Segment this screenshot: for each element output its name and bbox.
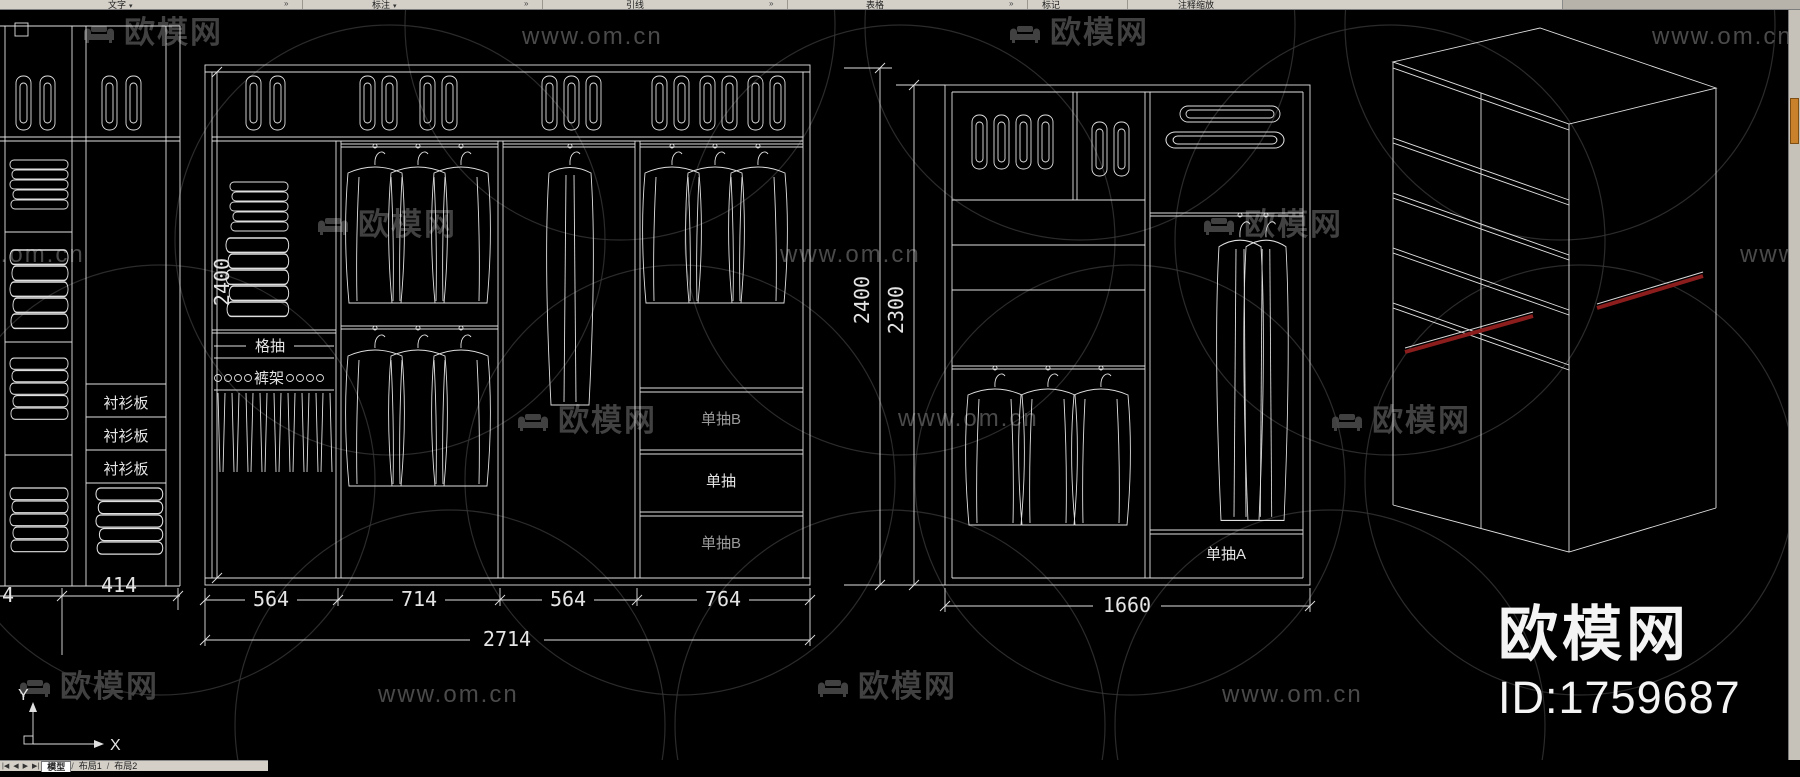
- sofa-icon: [1010, 26, 1040, 43]
- panel-launcher-icon[interactable]: »: [284, 0, 289, 8]
- tab-nav-next-icon[interactable]: ▶: [22, 763, 28, 770]
- label-grid-drawer: 格抽: [255, 338, 285, 355]
- dim-text-height: 2400: [210, 258, 234, 306]
- watermark-brand: 欧模网: [1050, 15, 1149, 50]
- tab-nav-prev-icon[interactable]: ◀: [13, 763, 19, 770]
- viewport-indicator: [14, 22, 29, 37]
- label-drawer-b: 单抽B: [701, 411, 741, 428]
- watermark-brand: 欧模网: [124, 15, 223, 50]
- dim-text: 414: [101, 573, 137, 597]
- panel-markup-label: 标记: [1042, 0, 1061, 10]
- watermark-site: www.om.cn: [521, 23, 663, 50]
- panel-separator: [1027, 0, 1028, 9]
- tab-separator: /: [106, 761, 110, 771]
- dim-text-total: 2714: [483, 627, 531, 651]
- wardrobe-b-drawing: 单抽A 1660: [939, 84, 1316, 617]
- ribbon-panel-markup[interactable]: 标记: [1042, 0, 1061, 10]
- vertical-scrollbar[interactable]: [1788, 10, 1800, 760]
- watermark-site: www.om.cn: [1651, 23, 1788, 50]
- bottom-strip: [0, 771, 1800, 777]
- dim-text: 564: [550, 587, 586, 611]
- sofa-icon: [1204, 218, 1234, 235]
- branding-id: ID:1759687: [1498, 672, 1741, 723]
- panel-annotation-scale-label: 注释缩放: [1178, 0, 1215, 10]
- layout-tabbar: |◀ ◀ ▶ ▶| 模型 / 布局1 / 布局2: [0, 760, 268, 772]
- tab-nav-first-icon[interactable]: |◀: [2, 763, 10, 770]
- sofa-icon: [818, 680, 848, 697]
- sofa-icon: [1332, 414, 1362, 431]
- panel-separator: [1127, 0, 1128, 9]
- ucs-icon[interactable]: Y X: [18, 687, 121, 754]
- wardrobe-a-drawing: 格抽 裤架 2400 单抽B: [199, 64, 816, 651]
- ribbon-empty-area: [1562, 0, 1800, 9]
- chevron-down-icon: ▾: [129, 3, 133, 10]
- red-clothes-rod: [1596, 274, 1704, 310]
- watermark-site: www.om.cn: [897, 405, 1039, 432]
- panel-launcher-icon[interactable]: »: [769, 0, 774, 8]
- chevron-down-icon: ▾: [393, 3, 397, 10]
- red-clothes-rod: [1404, 314, 1534, 354]
- tab-model[interactable]: 模型: [41, 760, 72, 772]
- dim-text-height: 2300: [884, 286, 908, 334]
- shelf-label-shirt-board: 衬衫板: [103, 427, 148, 445]
- panel-launcher-icon[interactable]: »: [1009, 0, 1014, 8]
- ucs-y-label: Y: [18, 687, 29, 704]
- panel-separator: [787, 0, 788, 9]
- panel-separator: [542, 0, 543, 9]
- label-pants-rack: 裤架: [254, 370, 284, 387]
- watermark-brand: 欧模网: [60, 669, 159, 704]
- dim-text: 564: [253, 587, 289, 611]
- watermark-brand: 欧模网: [858, 669, 957, 704]
- watermark-layer: 欧模网 欧模网 www.om.cn www.om.cn www.om.cn 欧模…: [0, 15, 1800, 708]
- tab-nav-last-icon[interactable]: ▶|: [31, 763, 40, 770]
- iso-view-wardrobe: [1391, 27, 1718, 553]
- dim-text: 714: [401, 587, 437, 611]
- ribbon-panel-leader[interactable]: 引线: [626, 0, 645, 10]
- ribbon-panel-text[interactable]: 文字▾: [108, 0, 133, 10]
- panel-separator: [302, 0, 303, 9]
- watermark-brand: 欧模网: [558, 403, 657, 438]
- watermark-brand: 欧模网: [358, 207, 457, 242]
- tab-layout1[interactable]: 布局1: [78, 760, 102, 771]
- dim-text: 4: [2, 583, 14, 607]
- label-drawer-a: 单抽A: [1206, 546, 1246, 563]
- ribbon-panel-dimension[interactable]: 标注▾: [372, 0, 397, 10]
- dim-text-height: 2400: [850, 276, 874, 324]
- ribbon-toolbar: 文字▾ 标注▾ 引线 表格 标记 注释缩放 » » » »: [0, 0, 1800, 10]
- panel-leader-label: 引线: [626, 0, 645, 10]
- dim-text: 1660: [1103, 593, 1151, 617]
- sofa-icon: [518, 414, 548, 431]
- label-drawer: 单抽: [706, 473, 736, 490]
- panel-table-label: 表格: [866, 0, 885, 10]
- dim-text: 764: [705, 587, 741, 611]
- watermark-site: www.om.cn: [0, 241, 85, 268]
- watermark-site: www.om.cn: [1739, 241, 1788, 268]
- panel-text-label: 文字: [108, 0, 127, 10]
- sofa-icon: [84, 26, 114, 43]
- shelf-label-shirt-board: 衬衫板: [103, 460, 148, 478]
- ucs-x-label: X: [110, 737, 121, 754]
- sofa-icon: [318, 218, 348, 235]
- watermark-site: www.om.cn: [779, 241, 921, 268]
- label-drawer-b: 单抽B: [701, 535, 741, 552]
- shelf-label-shirt-board: 衬衫板: [103, 394, 148, 412]
- panel-dimension-label: 标注: [372, 0, 391, 10]
- scrollbar-thumb[interactable]: [1790, 98, 1799, 144]
- tab-layout2[interactable]: 布局2: [114, 760, 138, 771]
- wardrobe-b-height-dims: 2400 2300: [844, 62, 945, 591]
- site-branding: 欧模网 ID:1759687: [1498, 601, 1741, 723]
- watermark-brand: 欧模网: [1244, 207, 1343, 242]
- watermark-site: www.om.cn: [377, 681, 519, 708]
- branding-title: 欧模网: [1498, 601, 1690, 668]
- tab-separator: /: [71, 761, 74, 771]
- ribbon-panel-table[interactable]: 表格: [866, 0, 885, 10]
- watermark-brand: 欧模网: [1372, 403, 1471, 438]
- left-cabinet-drawing: 衬衫板 衬衫板 衬衫板 4 414: [0, 25, 184, 655]
- ribbon-panel-annotation-scale[interactable]: 注释缩放: [1178, 0, 1215, 10]
- panel-launcher-icon[interactable]: »: [524, 0, 529, 8]
- watermark-site: www.om.cn: [1221, 681, 1363, 708]
